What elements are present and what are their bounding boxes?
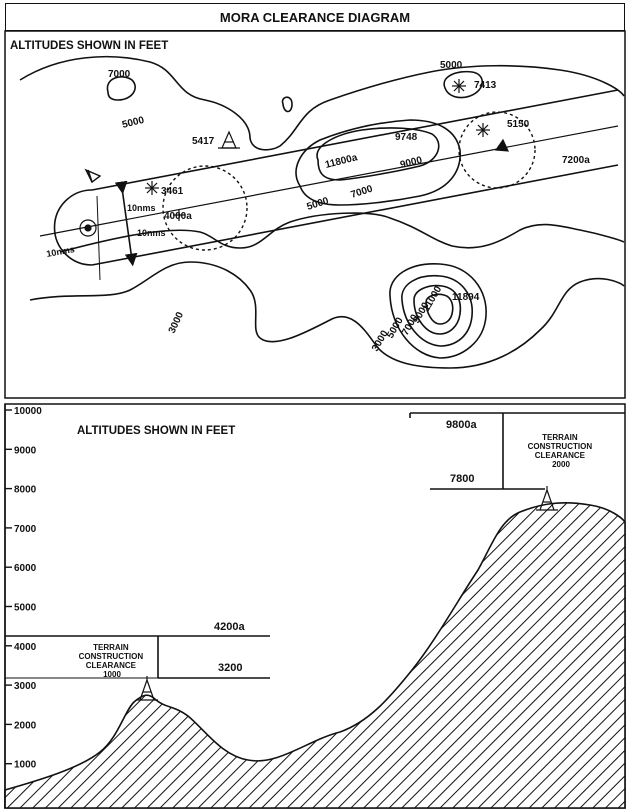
- plan-heading: ALTITUDES SHOWN IN FEET: [10, 40, 168, 52]
- corridor-west-end: [53, 189, 93, 266]
- clearance-circle-3461: [162, 165, 248, 251]
- label-5417: 5417: [192, 136, 215, 147]
- spot-height-icon-4000a: [173, 209, 185, 221]
- corridor-width-arrow: [114, 180, 138, 267]
- obstacle-tower-icon-5417: [218, 130, 240, 149]
- label-3000-left: 3000: [167, 310, 187, 335]
- profile-heading: ALTITUDES SHOWN IN FEET: [77, 425, 235, 437]
- right-clearance-box-text: TERRAIN CONSTRUCTION CLEARANCE 2000: [528, 433, 595, 469]
- label-5000-top: 5000: [440, 60, 463, 71]
- contour-3000: [29, 261, 625, 369]
- contour-5000-peak-ring: [389, 263, 487, 359]
- right-clearance-line-4: 2000: [552, 460, 570, 469]
- label-10nms-c: 10nms: [46, 244, 76, 259]
- label-7800: 7800: [450, 473, 474, 485]
- diagram-title: MORA CLEARANCE DIAGRAM: [5, 3, 625, 31]
- left-clearance-line-2: CONSTRUCTION: [79, 652, 144, 661]
- contour-5000-top: [19, 55, 625, 151]
- plan-view-border: [4, 30, 626, 399]
- axis-tick-label: 4000: [14, 642, 37, 653]
- plan-labels: 7000 5000 5000 7413 5417 9748 5150 11800…: [46, 60, 591, 354]
- label-5150: 5150: [507, 119, 530, 130]
- left-mora-block: [5, 635, 270, 679]
- airway-corridor: [39, 89, 619, 281]
- right-mora-block: [409, 412, 625, 490]
- label-5000-left: 5000: [121, 115, 146, 131]
- axis-tick-label: 8000: [14, 485, 37, 496]
- axis-tick-label: 3000: [14, 681, 37, 692]
- left-clearance-line-4: 1000: [103, 670, 121, 679]
- label-10nms-a: 10nms: [127, 203, 156, 213]
- spot-height-icon-5150: [476, 123, 490, 137]
- right-clearance-line-2: CONSTRUCTION: [528, 442, 593, 451]
- label-4200a: 4200a: [214, 621, 245, 633]
- right-clearance-line-3: CLEARANCE: [535, 451, 586, 460]
- spot-height-icon-3461: [145, 181, 159, 195]
- spot-height-icon-7413: [452, 79, 466, 93]
- label-7000-mid: 7000: [350, 183, 375, 200]
- axis-tick-label: 1000: [14, 760, 37, 771]
- spot-symbols: [79, 79, 509, 237]
- contour-9000-peak-ring: [413, 284, 462, 335]
- label-11800a: 11800a: [324, 152, 359, 171]
- axis-tick-label: 5000: [14, 603, 37, 614]
- label-9748: 9748: [395, 132, 418, 143]
- clearance-circle-5150: [458, 111, 536, 189]
- altitude-axis: 10000 9000 8000 7000 6000 5000 4000 3000 2000 100…: [4, 404, 42, 808]
- label-9000: 9000: [399, 155, 424, 171]
- terrain-profile: [4, 502, 626, 809]
- contour-7000-top: [106, 76, 136, 101]
- flag-icon: [84, 168, 102, 184]
- axis-tick-label: 2000: [14, 720, 37, 731]
- vor-station-icon: [79, 219, 97, 237]
- axis-tick-label: 10000: [14, 406, 42, 417]
- label-3461: 3461: [161, 186, 184, 197]
- corridor-north-edge: [91, 89, 619, 191]
- profile-view: 10000 9000 8000 7000 6000 5000 4000 3000 2000 100…: [4, 403, 626, 809]
- right-clearance-line-1: TERRAIN: [542, 433, 578, 442]
- contour-11000-peak-ring: [425, 293, 454, 325]
- contour-7000-ridge: [295, 119, 461, 206]
- label-4000a: 4000a: [164, 211, 192, 222]
- contour-small-loop: [281, 96, 293, 113]
- width-tick: [96, 195, 101, 281]
- contour-7000-peak-ring: [401, 275, 473, 347]
- axis-tick-label: 9000: [14, 445, 37, 456]
- label-10nms-b: 10nms: [137, 228, 166, 238]
- clearance-circles: [162, 111, 536, 251]
- left-clearance-line-1: TERRAIN: [93, 643, 129, 652]
- corridor-south-edge: [91, 164, 619, 266]
- peak-triangle-icon: [494, 138, 509, 152]
- axis-tick-label: 7000: [14, 524, 37, 535]
- plan-view: ALTITUDES SHOWN IN FEET: [4, 30, 626, 399]
- label-7200a: 7200a: [562, 155, 590, 166]
- contour-lines: [19, 55, 625, 369]
- axis-tick-label: 6000: [14, 563, 37, 574]
- label-7000-top: 7000: [108, 69, 131, 80]
- label-11894: 11894: [452, 292, 480, 303]
- left-obstacle-tower-icon: [136, 676, 158, 701]
- left-clearance-line-3: CLEARANCE: [86, 661, 137, 670]
- right-obstacle-tower-icon: [536, 486, 558, 511]
- contour-11800a: [316, 127, 440, 181]
- label-3200: 3200: [218, 662, 242, 674]
- left-clearance-box-text: TERRAIN CONSTRUCTION CLEARANCE 1000: [79, 643, 146, 679]
- label-9800a: 9800a: [446, 419, 477, 431]
- label-7413: 7413: [474, 80, 497, 91]
- contour-5000-mid: [59, 212, 625, 253]
- contour-7413-ring: [443, 70, 484, 99]
